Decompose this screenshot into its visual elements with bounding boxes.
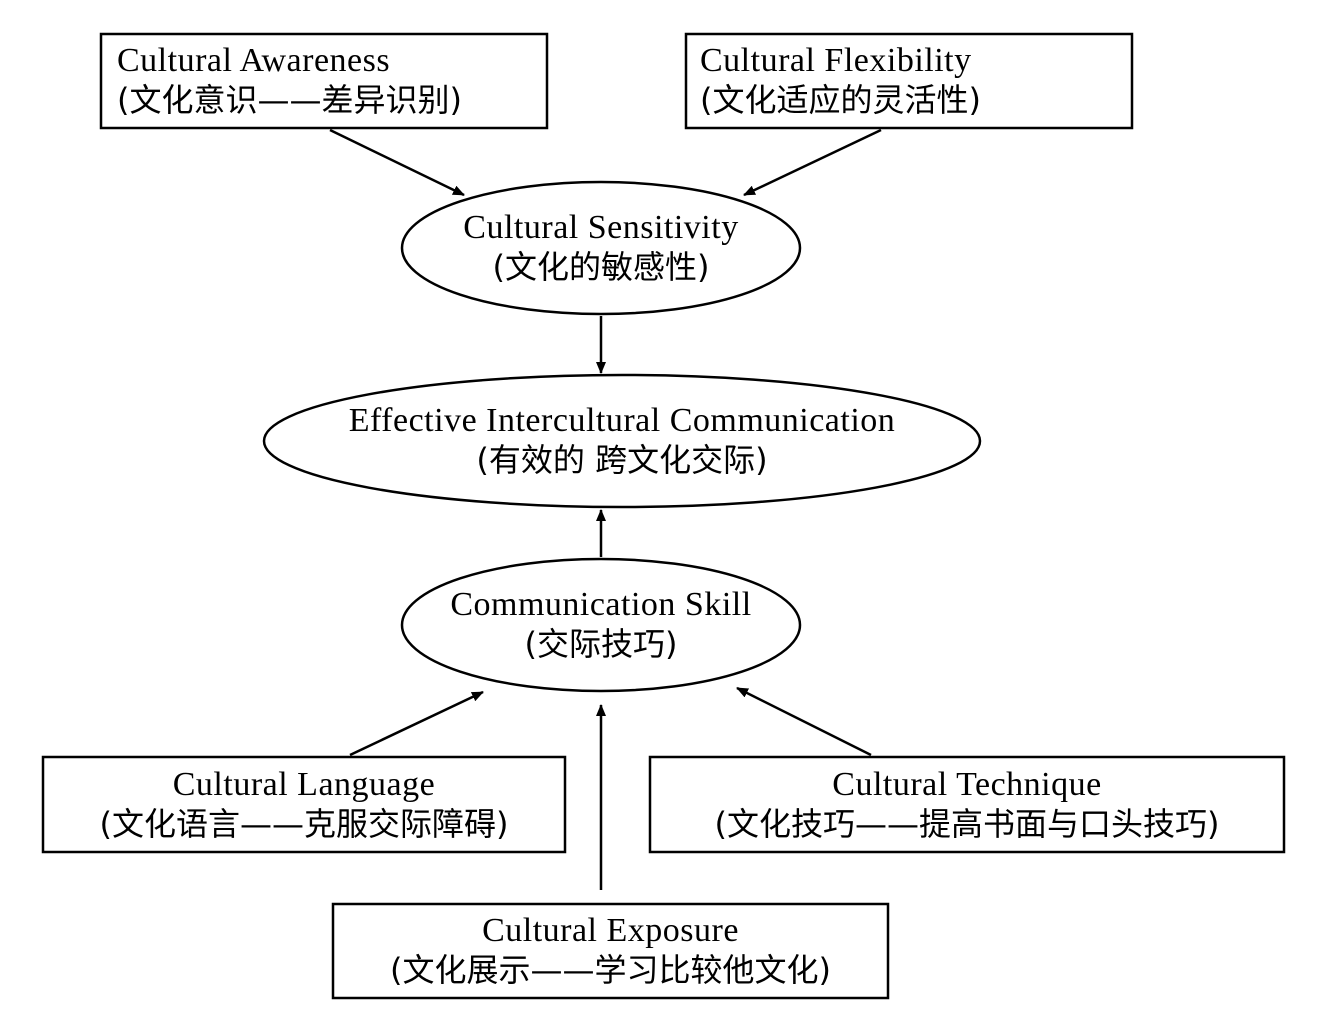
communication-skill-node: Communication Skill (交际技巧) <box>402 559 800 691</box>
arrow-technique-to-skill <box>736 686 872 757</box>
communication-skill-title: Communication Skill <box>450 586 752 623</box>
arrow-language-to-skill <box>349 690 484 757</box>
cultural-flexibility-title: Cultural Flexibility <box>700 42 972 79</box>
cultural-language-box <box>41 755 567 854</box>
cultural-language-title: Cultural Language <box>172 765 436 803</box>
cultural-sensitivity-title: Cultural Sensitivity <box>463 209 739 246</box>
cultural-flexibility-box <box>684 32 1134 130</box>
communication-skill-subtitle: (交际技巧) <box>524 625 678 663</box>
cultural-exposure-node: Cultural Exposure (文化展示——学习比较他文化) <box>333 904 888 998</box>
cultural-technique-subtitle: (文化技巧——提高书面与口头技巧) <box>714 804 1220 843</box>
cultural-awareness-title: Cultural Awareness <box>117 42 391 79</box>
effective-communication-node: Effective Intercultural Communication (有… <box>264 375 980 507</box>
cultural-sensitivity-subtitle: (文化的敏感性) <box>492 248 710 286</box>
cultural-awareness-box <box>99 32 549 130</box>
cultural-awareness-subtitle: (文化意识——差异识别) <box>117 81 462 119</box>
cultural-exposure-box <box>331 902 890 1000</box>
cultural-exposure-subtitle: (文化展示——学习比较他文化) <box>390 951 831 989</box>
cultural-sensitivity-node: Cultural Sensitivity (文化的敏感性) <box>402 182 800 314</box>
cultural-flexibility-subtitle: (文化适应的灵活性) <box>700 81 981 119</box>
effective-communication-title: Effective Intercultural Communication <box>348 402 896 439</box>
cultural-language-node: Cultural Language (文化语言——克服交际障碍) <box>43 757 565 852</box>
cultural-awareness-node: Cultural Awareness (文化意识——差异识别) <box>101 34 547 128</box>
communication-skill-ellipse <box>400 557 802 693</box>
cultural-technique-box <box>648 755 1286 854</box>
cultural-language-subtitle: (文化语言——克服交际障碍) <box>99 804 509 843</box>
cultural-technique-title: Cultural Technique <box>832 765 1102 803</box>
effective-communication-ellipse <box>262 373 982 509</box>
cultural-exposure-title: Cultural Exposure <box>482 912 739 949</box>
arrow-flexibility-to-sensitivity <box>743 128 882 197</box>
cultural-technique-node: Cultural Technique (文化技巧——提高书面与口头技巧) <box>650 757 1284 852</box>
cultural-flexibility-node: Cultural Flexibility (文化适应的灵活性) <box>686 34 1132 128</box>
arrow-awareness-to-sensitivity <box>329 128 465 197</box>
effective-communication-subtitle: (有效的 跨文化交际) <box>476 441 768 479</box>
cultural-sensitivity-ellipse <box>400 180 802 316</box>
